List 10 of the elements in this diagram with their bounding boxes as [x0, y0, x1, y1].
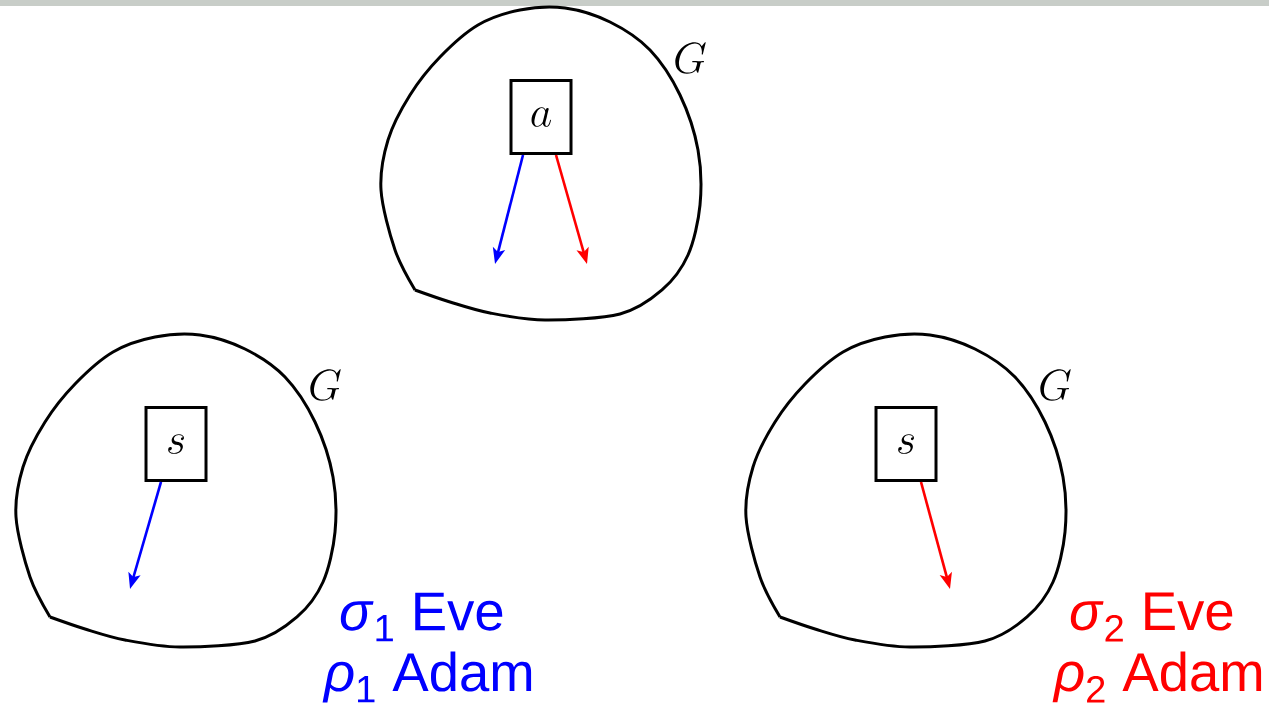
node-label: $G$ [1040, 369, 1071, 401]
node-label: $G$ [310, 369, 341, 401]
caption-text: ρ$_{2}$ Adam [1052, 651, 1262, 703]
letter-box: $s$ [144, 406, 208, 482]
caption-text: ρ$_{1}$ Adam [322, 651, 532, 703]
caption-text: σ$_{1}$ Eve [340, 592, 503, 642]
caption-text: σ$_{2}$ Eve [1070, 592, 1233, 642]
letter-box: $a$ [509, 79, 573, 155]
node-label: $G$ [675, 42, 706, 74]
letter-box: $s$ [874, 406, 938, 482]
